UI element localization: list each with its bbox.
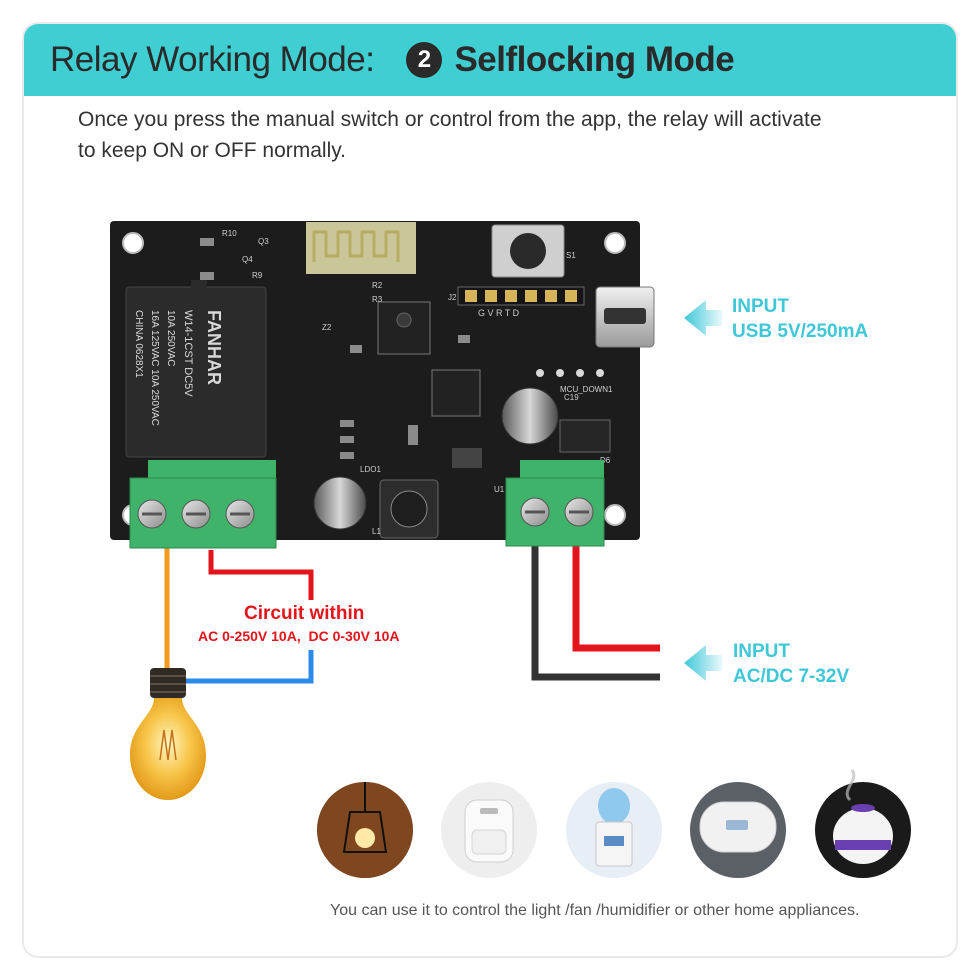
silk-label: LDO1 [360, 465, 381, 474]
silk-label: R10 [222, 229, 237, 238]
relay-body [125, 286, 267, 458]
wire-red-input [572, 546, 660, 652]
silk-label: Q3 [258, 237, 269, 246]
description-line-1: Once you press the manual switch or cont… [78, 108, 822, 131]
mount-hole [604, 504, 626, 526]
input-arrow-usb [684, 300, 722, 336]
relay-brand: FANHAR [204, 310, 224, 385]
capacitor [313, 476, 367, 530]
silk-label: S1 [566, 251, 576, 260]
mode-number-badge: 2 [406, 42, 443, 78]
header-banner: Relay Working Mode: 2 Selflocking Mode [24, 24, 956, 96]
appliances-caption: You can use it to control the light /fan… [330, 902, 860, 919]
usb-input-label: INPUT USB 5V/250mA [732, 294, 868, 344]
appliance-air-fryer-icon [441, 782, 537, 878]
input-arrow-acdc [684, 645, 722, 681]
mode-name: Selflocking Mode [454, 40, 735, 79]
silk-label: R9 [252, 271, 263, 280]
mount-hole [122, 232, 144, 254]
light-bulb-icon [130, 668, 206, 800]
appliance-light-icon [317, 782, 413, 878]
usb-input-spec: USB 5V/250mA [732, 321, 869, 342]
acdc-input-title: INPUT [733, 641, 790, 662]
silk-label: Q4 [242, 255, 253, 264]
mcu-chip [377, 301, 431, 355]
input-terminal-block [505, 460, 605, 547]
description-line-2: to keep ON or OFF normally. [78, 139, 347, 162]
output-terminal-block [129, 460, 277, 549]
pin-labels: G V R T D [478, 308, 520, 318]
relay-rating-1: 10A 250VAC [165, 310, 176, 367]
mode-description: Once you press the manual switch or cont… [78, 104, 878, 166]
silk-label: L1 [372, 527, 381, 536]
chip [431, 369, 481, 417]
silk-label: MCU_DOWN1 [560, 385, 613, 394]
relay-origin: CHINA 0628X1 [133, 310, 144, 378]
relay-model: W14-1CST DC5V [182, 310, 194, 397]
mode-label: Relay Working Mode: [50, 40, 375, 79]
silk-label: D6 [600, 456, 611, 465]
wire-black-input [531, 546, 660, 681]
silk-label: C19 [564, 393, 579, 402]
silk-label: Z2 [322, 323, 332, 332]
wire-red-circuit [208, 550, 314, 600]
appliance-water-dispenser-icon [566, 782, 662, 878]
silk-label: J2 [448, 293, 457, 302]
usb-input-title: INPUT [732, 296, 789, 317]
silk-label: R2 [372, 281, 383, 290]
wire-blue-circuit [183, 650, 314, 684]
circuit-spec: AC 0-250V 10A, DC 0-30V 10A [198, 628, 400, 644]
acdc-input-label: INPUT AC/DC 7-32V [733, 639, 849, 689]
appliance-humidifier-icon [815, 769, 911, 878]
relay-board: FANHAR W14-1CST DC5V 10A 250VAC 16A 125V… [110, 221, 655, 549]
chip [452, 448, 482, 468]
silk-label: R3 [372, 295, 383, 304]
mount-hole [604, 232, 626, 254]
acdc-input-spec: AC/DC 7-32V [733, 666, 850, 687]
relay-rating-2: 16A 125VAC 10A 250VAC [149, 310, 160, 426]
circuit-title: Circuit within [244, 603, 365, 624]
appliance-water-heater-icon [690, 782, 786, 878]
silk-label: U1 [494, 485, 505, 494]
capacitor [501, 387, 559, 445]
wires [164, 546, 660, 684]
